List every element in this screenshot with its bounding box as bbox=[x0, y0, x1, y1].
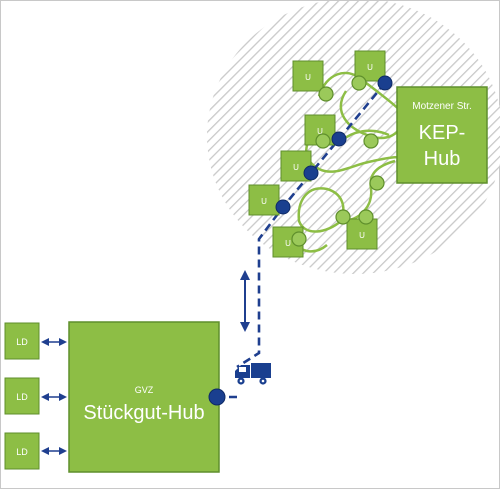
kep-hub-location: Motzener Str. bbox=[412, 101, 471, 112]
micro-depot: U bbox=[280, 150, 312, 182]
ld-connector-arrows bbox=[41, 338, 67, 455]
ld-box: LD bbox=[4, 377, 40, 415]
stueckgut-hub-label-small: GVZ bbox=[135, 385, 154, 395]
micro-depot: U bbox=[292, 60, 324, 92]
kep-hub: Motzener Str. KEP- Hub bbox=[396, 86, 488, 184]
svg-text:U: U bbox=[261, 197, 267, 206]
green-nodes bbox=[291, 75, 385, 247]
svg-text:LD: LD bbox=[16, 447, 28, 457]
svg-text:LD: LD bbox=[16, 337, 28, 347]
kep-hub-title-2: Hub bbox=[424, 148, 461, 170]
ld-box: LD bbox=[4, 322, 40, 360]
svg-text:U: U bbox=[285, 239, 291, 248]
hub-exit-node bbox=[208, 388, 226, 406]
ld-box: LD bbox=[4, 432, 40, 470]
micro-depot: U bbox=[248, 184, 280, 216]
truck-icon bbox=[235, 363, 271, 385]
svg-text:LD: LD bbox=[16, 392, 28, 402]
stueckgut-hub-title: Stückgut-Hub bbox=[83, 402, 204, 424]
blue-nodes bbox=[275, 75, 393, 215]
svg-text:U: U bbox=[317, 127, 323, 136]
svg-text:U: U bbox=[305, 73, 311, 82]
svg-text:U: U bbox=[367, 63, 373, 72]
svg-text:U: U bbox=[293, 163, 299, 172]
stueckgut-hub: GVZ Stückgut-Hub bbox=[68, 321, 220, 473]
svg-text:U: U bbox=[359, 231, 365, 240]
micro-depot: U bbox=[346, 218, 378, 250]
kep-hub-title-1: KEP- bbox=[419, 122, 466, 144]
